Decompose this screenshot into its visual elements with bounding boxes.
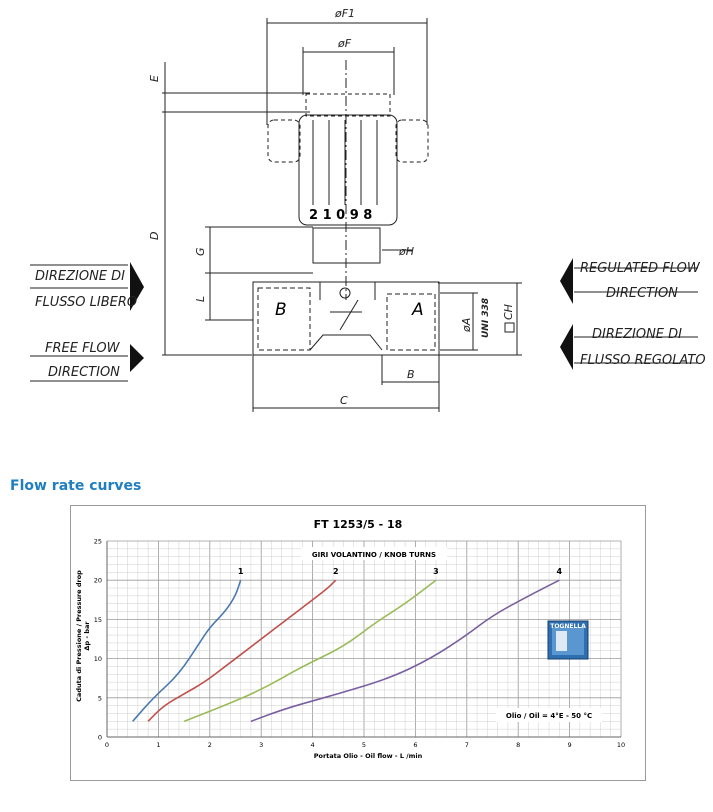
chart-grid <box>106 540 622 738</box>
dim-c-label: C <box>340 394 348 407</box>
dim-h-label: øH <box>398 245 414 258</box>
knob-scale-digits: 2 1 0 9 8 <box>309 208 372 223</box>
series-line-4 <box>250 579 560 723</box>
arrow-right-2-line1: DIREZIONE DI <box>592 327 682 342</box>
arrow-left-2-line2: DIRECTION <box>48 365 120 380</box>
logo-text: TOGNELLA <box>550 623 586 630</box>
dim-d-label: D <box>148 232 161 240</box>
x-tick-label: 7 <box>465 741 469 749</box>
x-tick-label: 1 <box>156 741 160 749</box>
chart-axes <box>106 541 621 738</box>
flow-rate-chart: FT 1253/5 - 18 0 1 2 3 4 5 6 7 8 9 10 0 5 10 15 20 25 GI… <box>75 518 625 760</box>
dim-f-label: øF <box>337 37 352 50</box>
chart-series: 1 2 3 4 <box>132 567 563 723</box>
x-tick-label: 9 <box>568 741 572 749</box>
series-line-3 <box>183 579 437 723</box>
dim-a-label: øA <box>460 318 473 333</box>
series-line-2 <box>147 579 337 722</box>
y-tick-label: 10 <box>94 655 102 663</box>
arrow-right-1-line2: DIRECTION <box>606 286 678 301</box>
y-axis-label-line2: Δp - bar <box>83 621 91 651</box>
chart-subtitle: GIRI VOLANTINO / KNOB TURNS <box>312 551 436 559</box>
x-tick-label: 6 <box>413 741 417 749</box>
series-label-1: 1 <box>238 567 244 576</box>
y-tick-label: 5 <box>98 694 102 702</box>
oil-annotation: Olio / Oil = 4°E - 50 °C <box>506 712 592 720</box>
series-label-2: 2 <box>333 567 339 576</box>
x-tick-label: 10 <box>617 741 625 749</box>
dim-ch-label: CH <box>502 304 515 320</box>
dim-b-label: B <box>407 368 415 381</box>
series-label-3: 3 <box>433 567 439 576</box>
tognella-logo: TOGNELLA <box>547 620 589 660</box>
x-axis-label: Portata Olio - Oil flow - L /min <box>314 752 423 760</box>
arrow-left-1-line2: FLUSSO LIBERO <box>35 295 137 310</box>
chart-frame: FT 1253/5 - 18 0 1 2 3 4 5 6 7 8 9 10 0 5 10 15 20 25 GI… <box>70 505 646 781</box>
dim-f1-label: øF1 <box>334 7 355 20</box>
series-label-4: 4 <box>557 567 563 576</box>
y-axis-label-line1: Caduta di Pressione / Pressure drop <box>75 570 83 702</box>
port-b-label: B <box>275 300 287 320</box>
chart-ticks: 0 1 2 3 4 5 6 7 8 9 10 0 5 10 15 20 25 <box>94 538 625 750</box>
valve-drawing: øF1 øF E D G L øH øA UNI 338 CH B C B A … <box>30 7 706 412</box>
x-tick-label: 4 <box>311 741 315 749</box>
chart-title: FT 1253/5 - 18 <box>314 518 403 531</box>
x-tick-label: 8 <box>516 741 520 749</box>
y-tick-label: 25 <box>94 538 102 546</box>
arrow-left-1-line1: DIREZIONE DI <box>35 269 125 284</box>
y-tick-label: 20 <box>94 577 102 585</box>
dim-e-label: E <box>148 75 161 82</box>
y-tick-label: 0 <box>98 734 102 742</box>
port-a-label: A <box>411 300 424 320</box>
arrow-right-2-line2: FLUSSO REGOLATO <box>580 353 706 368</box>
x-tick-label: 2 <box>208 741 212 749</box>
arrow-right-1-line1: REGULATED FLOW <box>580 261 701 276</box>
dim-g-label: G <box>194 247 207 256</box>
dim-uni-label: UNI 338 <box>481 298 491 338</box>
x-tick-label: 3 <box>259 741 263 749</box>
arrow-left-2-line1: FREE FLOW <box>45 341 121 356</box>
x-tick-label: 0 <box>105 741 109 749</box>
y-tick-label: 15 <box>94 616 102 624</box>
dim-l-label: L <box>194 296 207 302</box>
x-tick-label: 5 <box>362 741 366 749</box>
series-line-1 <box>132 579 242 722</box>
section-heading: Flow rate curves <box>10 478 142 494</box>
